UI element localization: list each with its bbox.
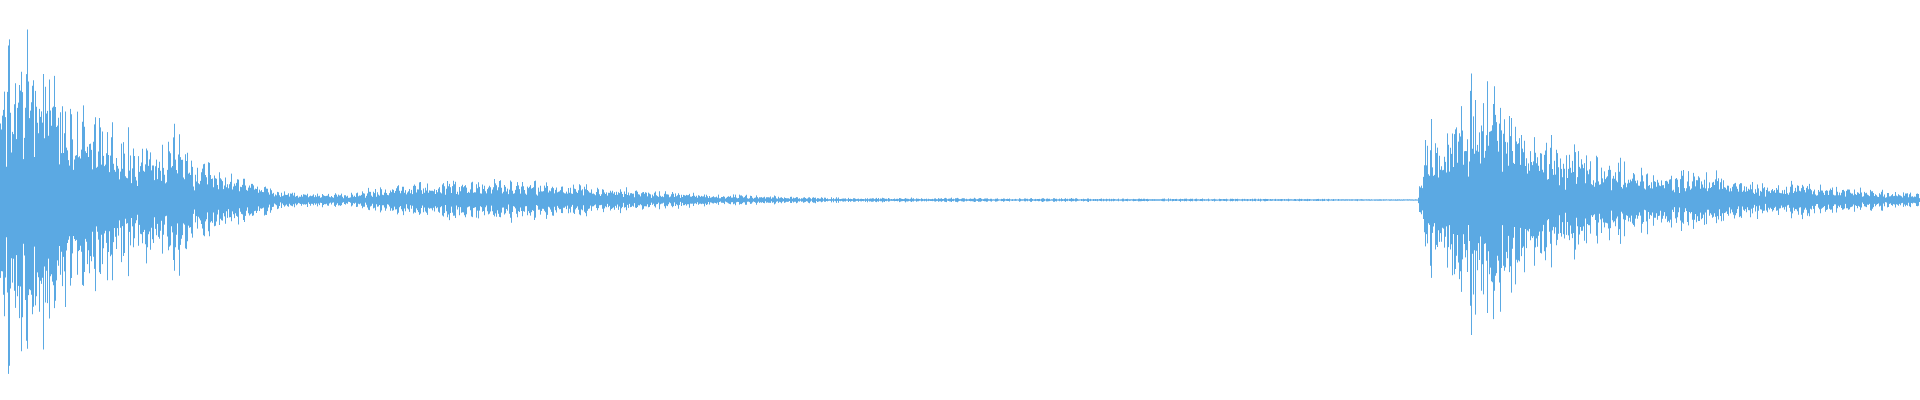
waveform-path: [0, 29, 1920, 374]
waveform-samples: [0, 29, 1920, 374]
